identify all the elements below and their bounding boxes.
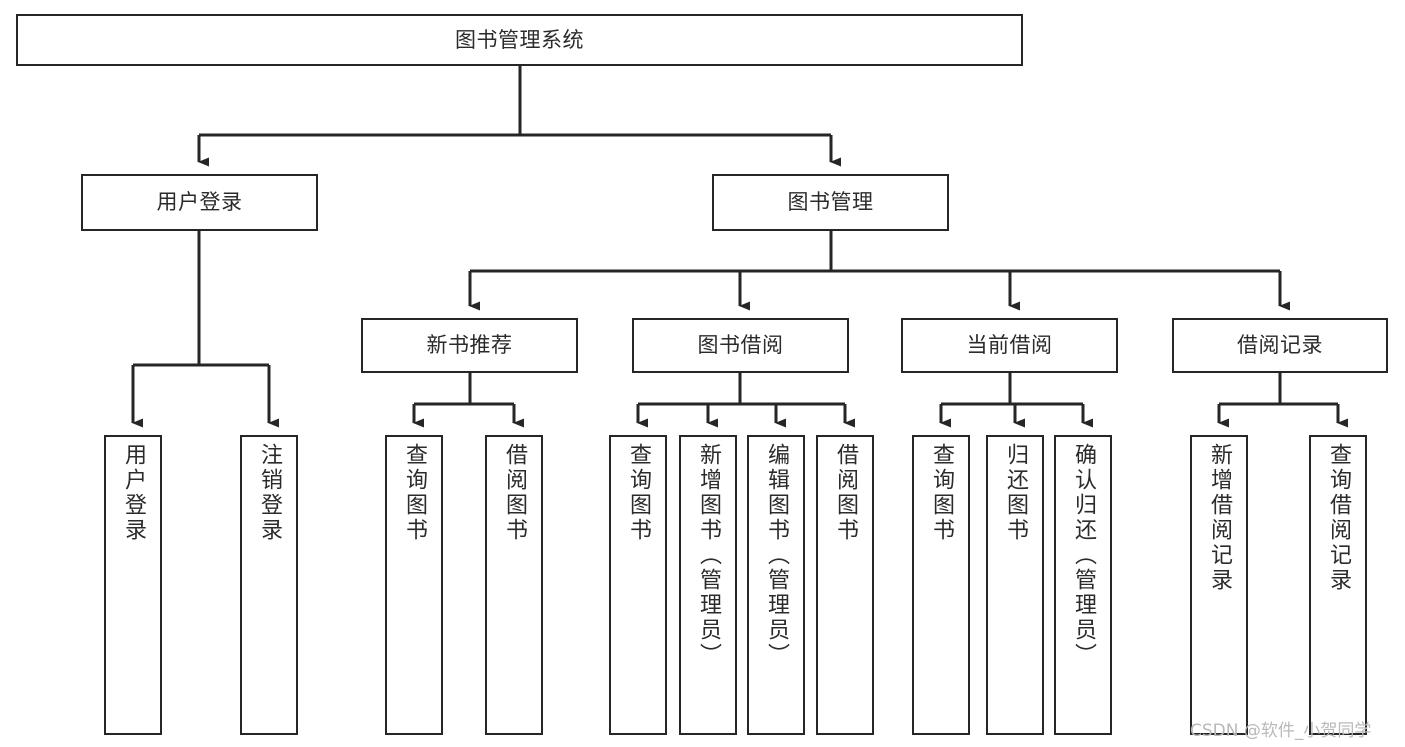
node-label: 新书推荐 [426, 333, 513, 358]
node-label: 用户登录 [121, 443, 146, 543]
node-leaf-borrow-book[interactable]: 借阅图书 [816, 435, 874, 735]
node-leaf-borrow-book-recommend[interactable]: 借阅图书 [485, 435, 543, 735]
node-book-management[interactable]: 图书管理 [712, 174, 949, 231]
node-leaf-add-book[interactable]: 新增图书（管理员） [679, 435, 737, 735]
node-label: 借阅图书 [502, 443, 527, 543]
node-label: 图书借阅 [697, 333, 784, 358]
node-label: 图书管理系统 [455, 27, 584, 52]
node-leaf-query-book[interactable]: 查询图书 [609, 435, 667, 735]
node-label: 编辑图书（管理员） [764, 443, 789, 668]
node-leaf-query-book-recommend[interactable]: 查询图书 [385, 435, 443, 735]
node-label: 归还图书 [1003, 443, 1028, 543]
node-label: 用户登录 [156, 190, 243, 215]
node-current-borrow[interactable]: 当前借阅 [901, 318, 1118, 373]
node-label: 图书管理 [787, 190, 874, 215]
node-root-system[interactable]: 图书管理系统 [16, 14, 1023, 66]
node-label: 查询借阅记录 [1326, 443, 1351, 593]
node-new-book-recommend[interactable]: 新书推荐 [361, 318, 578, 373]
node-label: 当前借阅 [966, 333, 1053, 358]
node-borrow-record[interactable]: 借阅记录 [1172, 318, 1388, 373]
node-label: 注销登录 [257, 443, 282, 543]
node-label: 借阅记录 [1237, 333, 1323, 358]
node-leaf-logout[interactable]: 注销登录 [240, 435, 298, 735]
node-leaf-query-borrow-record[interactable]: 查询借阅记录 [1309, 435, 1367, 735]
node-label: 新增借阅记录 [1207, 443, 1232, 593]
node-user-login[interactable]: 用户登录 [81, 174, 318, 231]
csdn-watermark: CSDN @软件_小贺同学 [1190, 721, 1372, 741]
node-leaf-return-book[interactable]: 归还图书 [986, 435, 1044, 735]
node-leaf-confirm-return[interactable]: 确认归还（管理员） [1054, 435, 1112, 735]
node-leaf-user-login[interactable]: 用户登录 [104, 435, 162, 735]
node-label: 确认归还（管理员） [1071, 443, 1096, 668]
node-leaf-query-book-current[interactable]: 查询图书 [912, 435, 970, 735]
node-book-borrow[interactable]: 图书借阅 [632, 318, 849, 373]
node-label: 新增图书（管理员） [696, 443, 721, 668]
node-leaf-edit-book[interactable]: 编辑图书（管理员） [747, 435, 805, 735]
node-label: 查询图书 [929, 443, 954, 543]
node-leaf-add-borrow-record[interactable]: 新增借阅记录 [1190, 435, 1248, 735]
node-label: 查询图书 [626, 443, 651, 543]
node-label: 借阅图书 [833, 443, 858, 543]
node-label: 查询图书 [402, 443, 427, 543]
